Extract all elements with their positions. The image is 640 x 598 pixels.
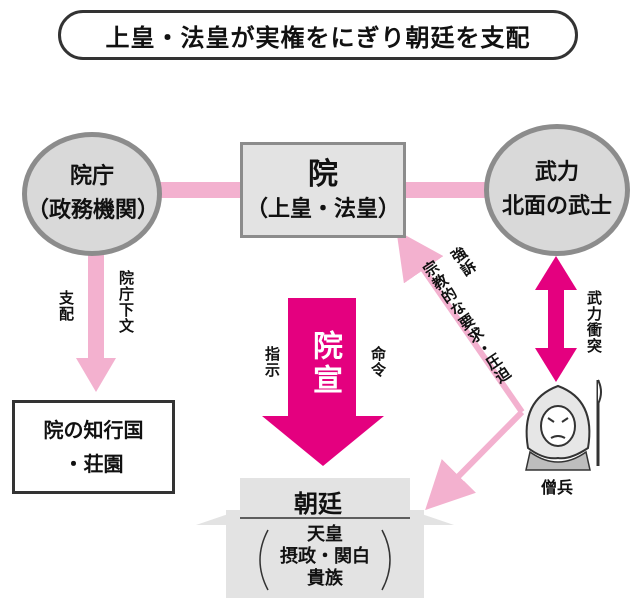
court-title: 朝廷 bbox=[294, 490, 342, 518]
connector-in-military bbox=[402, 182, 498, 198]
node-incho: 院庁 （政務機関） bbox=[22, 132, 162, 256]
court-nobles: 貴族 bbox=[307, 568, 343, 589]
territory-line2: ・荘園 bbox=[63, 452, 124, 476]
label-shiji: 指示 bbox=[263, 346, 281, 378]
military-desc: 北面の武士 bbox=[501, 194, 612, 219]
territory-line1: 院の知行国 bbox=[43, 418, 144, 442]
label-buryoku-shototsu: 武力衝突 bbox=[585, 290, 603, 354]
in-desc: （上皇・法皇） bbox=[245, 197, 400, 222]
diagram-title: 上皇・法皇が実権をにぎり朝廷を支配 bbox=[105, 23, 531, 52]
title-box: 上皇・法皇が実権をにぎり朝廷を支配 bbox=[58, 10, 578, 60]
connector-incho-in bbox=[160, 182, 244, 198]
arrow-inzen bbox=[262, 298, 384, 466]
court-building bbox=[196, 478, 454, 598]
label-inzen: 院宣 bbox=[307, 330, 342, 398]
label-inchokudashibumi: 院庁下文 bbox=[117, 270, 135, 334]
arrow-gouso-to-in bbox=[396, 230, 525, 414]
court-emperor: 天皇 bbox=[307, 524, 343, 545]
court-members: 天皇 摂政・関白 貴族 bbox=[270, 524, 380, 590]
arrow-military-clash bbox=[535, 256, 577, 382]
node-in: 院 （上皇・法皇） bbox=[240, 142, 406, 238]
court-regents: 摂政・関白 bbox=[280, 546, 370, 567]
node-territory: 院の知行国 ・荘園 bbox=[12, 400, 175, 494]
label-meirei: 命令 bbox=[369, 346, 387, 378]
arrow-pressure-to-court bbox=[425, 409, 525, 511]
node-military: 武力 北面の武士 bbox=[484, 124, 630, 256]
label-shihai: 支配 bbox=[57, 290, 75, 322]
military-label: 武力 bbox=[534, 160, 579, 185]
in-name: 院 bbox=[308, 157, 338, 192]
arrow-incho-to-territory bbox=[76, 250, 116, 392]
monk-soldier-icon bbox=[525, 379, 602, 471]
incho-name: 院庁 bbox=[69, 164, 114, 189]
monk-label: 僧兵 bbox=[541, 478, 574, 497]
incho-desc: （政務機関） bbox=[27, 198, 160, 223]
